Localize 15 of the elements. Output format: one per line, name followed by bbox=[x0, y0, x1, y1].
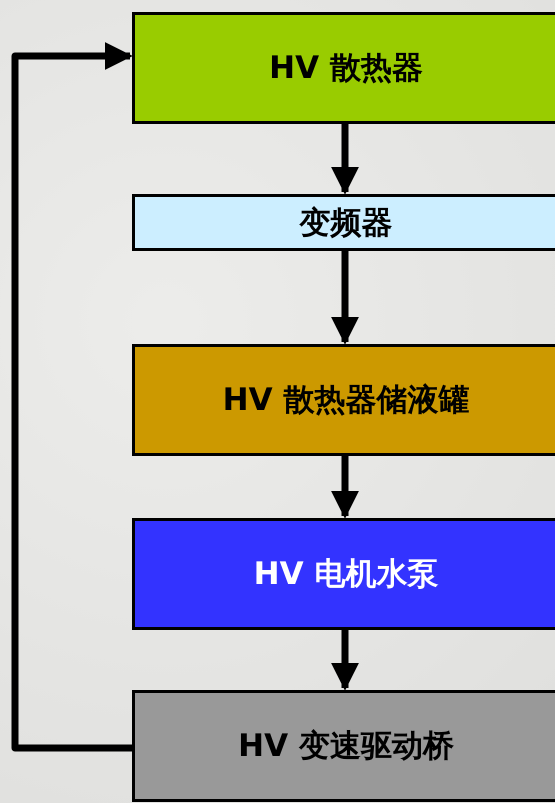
box-label: HV 变速驱动桥 bbox=[238, 727, 454, 766]
arrow bbox=[331, 124, 359, 195]
process-box bbox=[132, 344, 555, 456]
arrow bbox=[331, 251, 359, 345]
arrow bbox=[331, 456, 359, 519]
process-box bbox=[132, 690, 555, 802]
box-label: HV 散热器储液罐 bbox=[222, 381, 470, 420]
arrow bbox=[331, 630, 359, 691]
arrow bbox=[12, 42, 133, 752]
process-box bbox=[132, 518, 555, 630]
box-label: 变频器 bbox=[300, 204, 392, 242]
process-box bbox=[132, 12, 555, 124]
process-box bbox=[132, 194, 555, 251]
box-label: HV 电机水泵 bbox=[254, 555, 438, 594]
box-label: HV 散热器 bbox=[269, 49, 423, 88]
